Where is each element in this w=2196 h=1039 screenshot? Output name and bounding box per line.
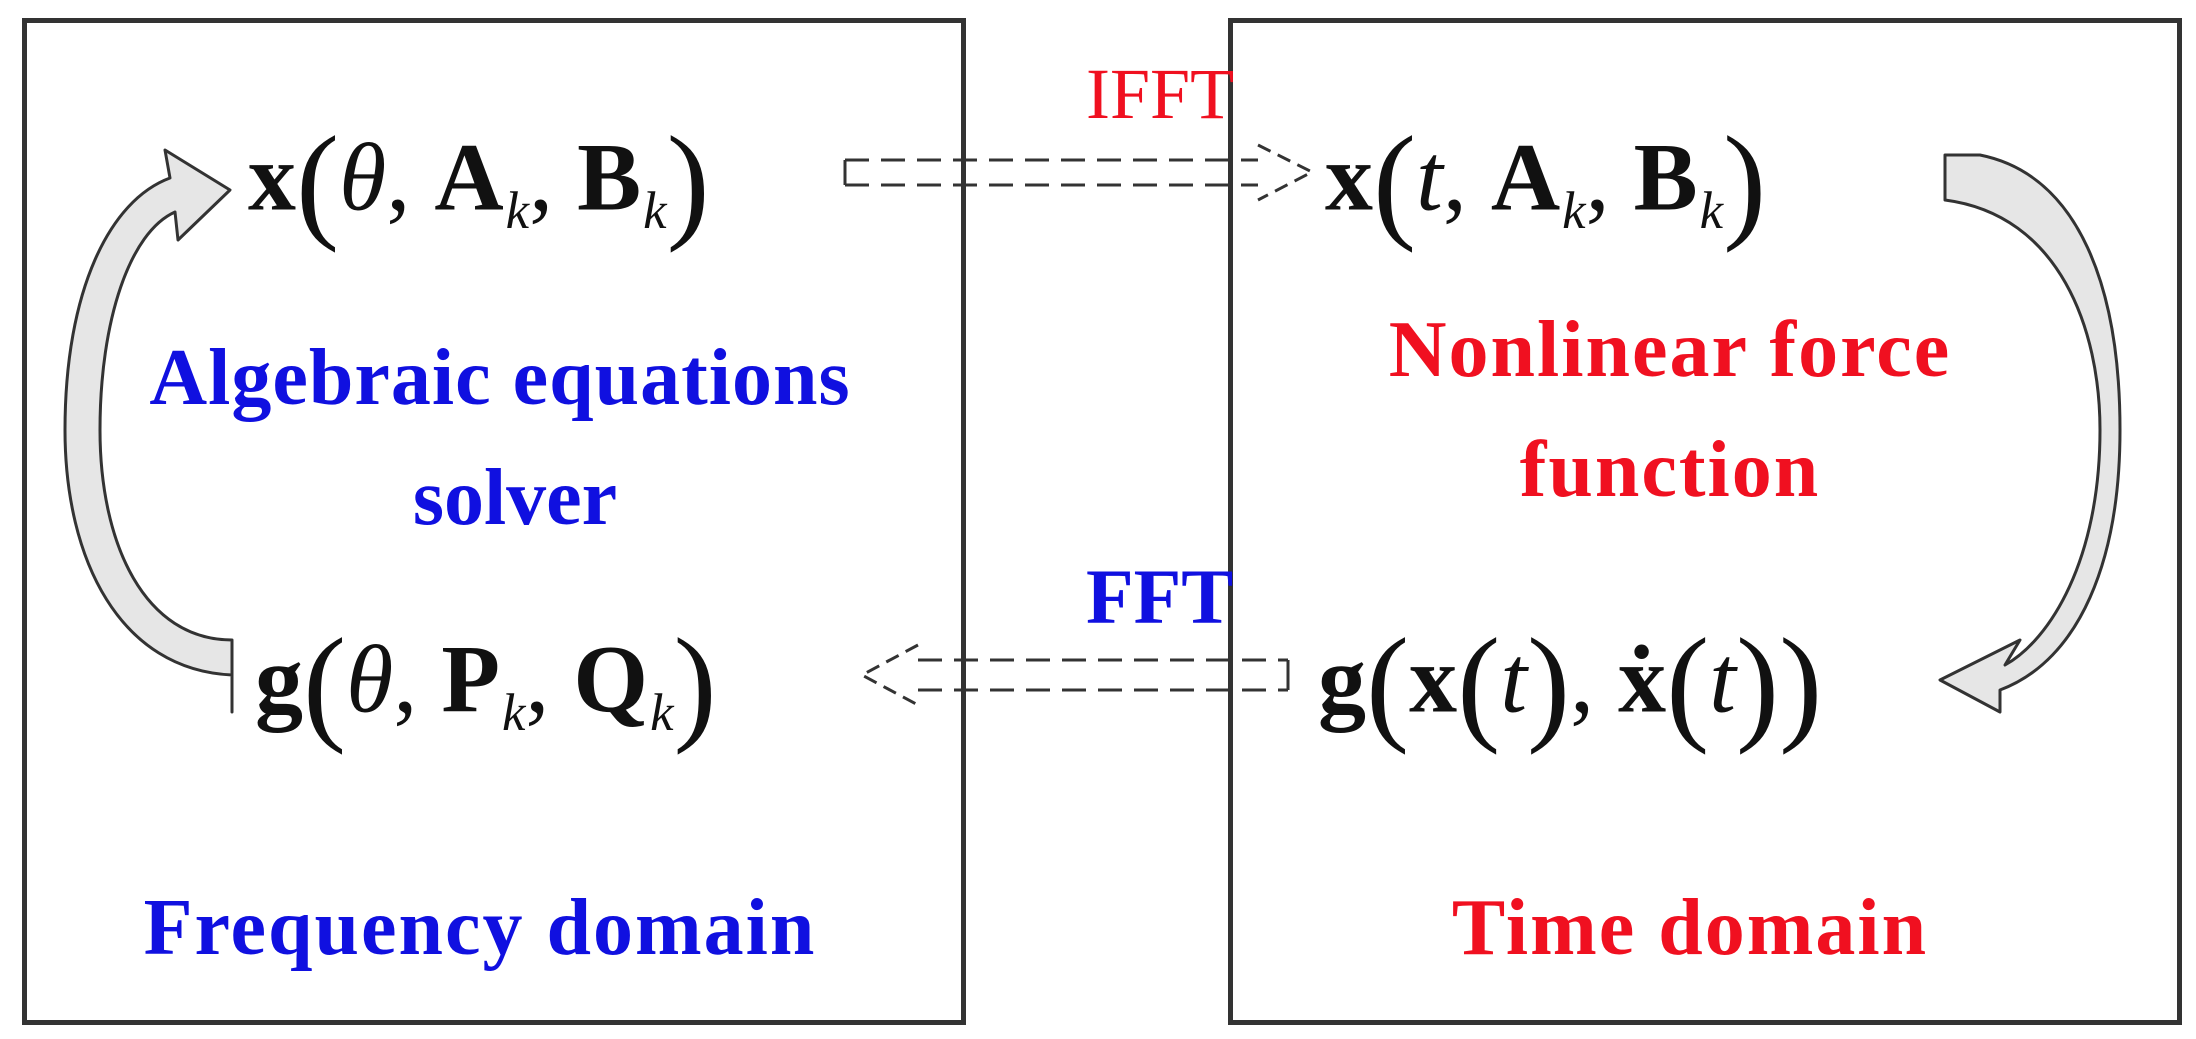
left-cycle-arrow	[63, 148, 234, 714]
time-g-expression: g(x(t), ẋ(t))	[1318, 613, 1823, 756]
frequency-domain-label: Frequency domain	[143, 884, 817, 972]
frequency-g-expression: g(θ, Pk, Qk)	[255, 613, 717, 756]
frequency-x-expression: x(θ, Ak, Bk)	[248, 111, 710, 254]
right-cycle-arrow	[1938, 153, 2122, 714]
solver-label-line2: solver	[412, 454, 618, 542]
force-label-line1: Nonlinear force	[1388, 306, 1952, 394]
force-label-line2: function	[1519, 426, 1821, 514]
time-domain-label: Time domain	[1451, 884, 1929, 972]
time-x-expression: x(t, Ak, Bk)	[1325, 111, 1767, 254]
ifft-arrow	[843, 143, 1316, 202]
ifft-label: IFFT	[1086, 54, 1235, 134]
solver-label-line1: Algebraic equations	[149, 334, 851, 422]
fft-arrow	[858, 643, 1290, 707]
fft-label: FFT	[1086, 553, 1234, 640]
